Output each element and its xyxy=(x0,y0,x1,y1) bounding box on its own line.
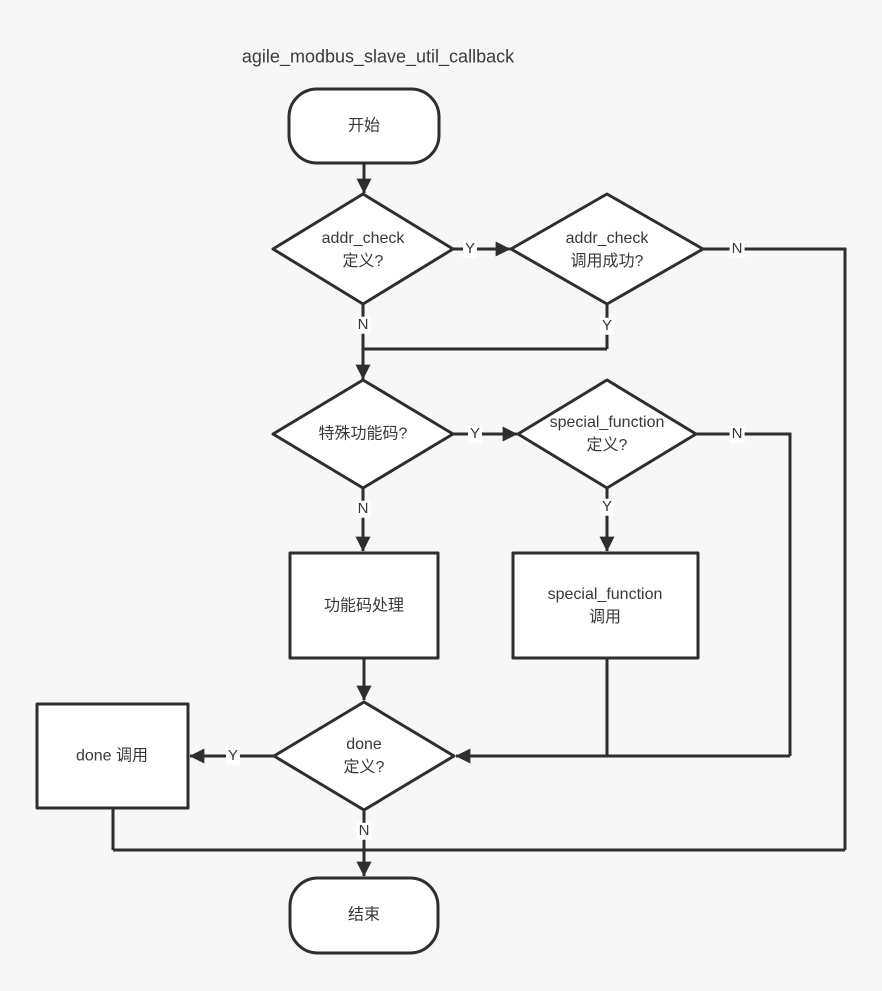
diagram-title: agile_modbus_slave_util_callback xyxy=(241,46,515,67)
edge-special-defined-no-right-down xyxy=(696,432,792,756)
connectors xyxy=(111,163,847,877)
special-function-call-rect xyxy=(511,551,700,660)
special-function-defined-diamond xyxy=(516,378,698,490)
func-code-process-rect xyxy=(288,551,440,660)
end-terminator-shape xyxy=(288,876,440,955)
addr-check-success-diamond xyxy=(509,192,705,306)
edge-addr-success-no-right-down xyxy=(703,247,847,850)
shapes xyxy=(35,87,705,955)
special-code-diamond xyxy=(271,378,455,490)
done-defined-diamond xyxy=(272,700,456,812)
addr-check-defined-diamond xyxy=(271,192,455,306)
start-terminator-shape xyxy=(287,87,441,165)
done-call-rect xyxy=(35,702,190,810)
